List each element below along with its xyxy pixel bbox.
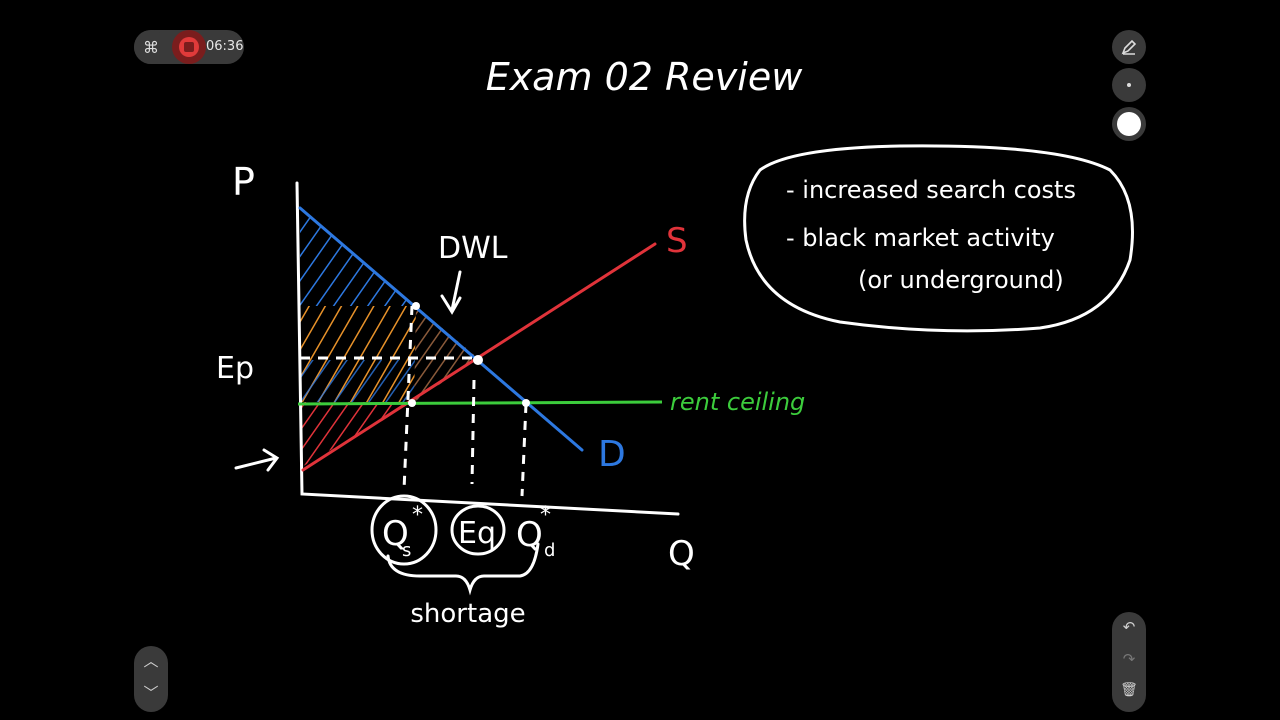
qs-label: Q: [382, 514, 409, 554]
stroke-size-button[interactable]: [1112, 68, 1146, 102]
history-controls: ↶ ↷ 🗑: [1112, 612, 1146, 712]
pointer-arrow-icon: [234, 448, 280, 472]
shortage-label: shortage: [410, 599, 525, 629]
blue-overlay-hatch: [300, 360, 416, 402]
undo-icon[interactable]: ↶: [1122, 618, 1136, 636]
record-icon: [179, 37, 199, 57]
qs-sub: s: [402, 540, 411, 561]
demand-at-qs-dot: [412, 302, 420, 310]
qd-dashed-line: [520, 403, 528, 497]
pen-tool-button[interactable]: [1112, 30, 1146, 64]
qd-ceiling-dot: [522, 399, 530, 407]
note-line-1: - increased search costs: [786, 176, 1076, 204]
note-line-2: - black market activity: [786, 224, 1055, 252]
qd-sub: d: [544, 540, 555, 561]
color-picker-button[interactable]: [1112, 107, 1146, 141]
dwl-label: DWL: [438, 231, 508, 266]
eq-circle: [450, 504, 506, 556]
qd-star: *: [540, 503, 551, 528]
note-line-3: (or underground): [858, 266, 1064, 294]
chevron-up-icon[interactable]: ︿: [143, 652, 159, 670]
axis-q-label: Q: [668, 534, 695, 574]
dwl-arrow-icon: [440, 270, 462, 315]
notes-ellipse: [743, 144, 1134, 333]
chevron-down-icon[interactable]: ﹀: [143, 684, 159, 702]
small-dot-icon: [1127, 83, 1131, 87]
white-circle-icon: [1117, 112, 1141, 136]
shortage-brace: [386, 542, 540, 596]
eq-dashed-line: [470, 379, 476, 485]
eq-label: Eq: [458, 516, 496, 551]
trash-icon[interactable]: 🗑: [1120, 682, 1138, 698]
supply-label: S: [666, 221, 688, 261]
page-navigation: ︿ ﹀: [134, 646, 168, 712]
command-icon[interactable]: ⌘: [134, 30, 168, 64]
redo-icon[interactable]: ↷: [1122, 650, 1136, 668]
qs-star: *: [412, 503, 423, 528]
rent-ceiling-label: rent ceiling: [670, 388, 805, 416]
pen-icon: [1121, 39, 1137, 55]
axis-p-label: P: [232, 160, 255, 204]
axes: [295, 181, 680, 516]
rent-ceiling-line: [297, 400, 663, 406]
recording-toolbar: ⌘ 06:36: [134, 30, 244, 64]
board-title: Exam 02 Review: [486, 55, 804, 99]
qs-ceiling-dot: [408, 399, 416, 407]
qs-dashed-line: [402, 305, 414, 491]
record-stop-button[interactable]: [172, 30, 206, 64]
qs-circle: [370, 494, 438, 566]
demand-curve: [298, 206, 584, 452]
equilibrium-dot: [473, 355, 483, 365]
recording-timer: 06:36: [206, 39, 244, 54]
consumer-surplus-hatch: [300, 210, 416, 306]
demand-label: D: [598, 434, 626, 475]
ep-label: Ep: [216, 351, 254, 386]
